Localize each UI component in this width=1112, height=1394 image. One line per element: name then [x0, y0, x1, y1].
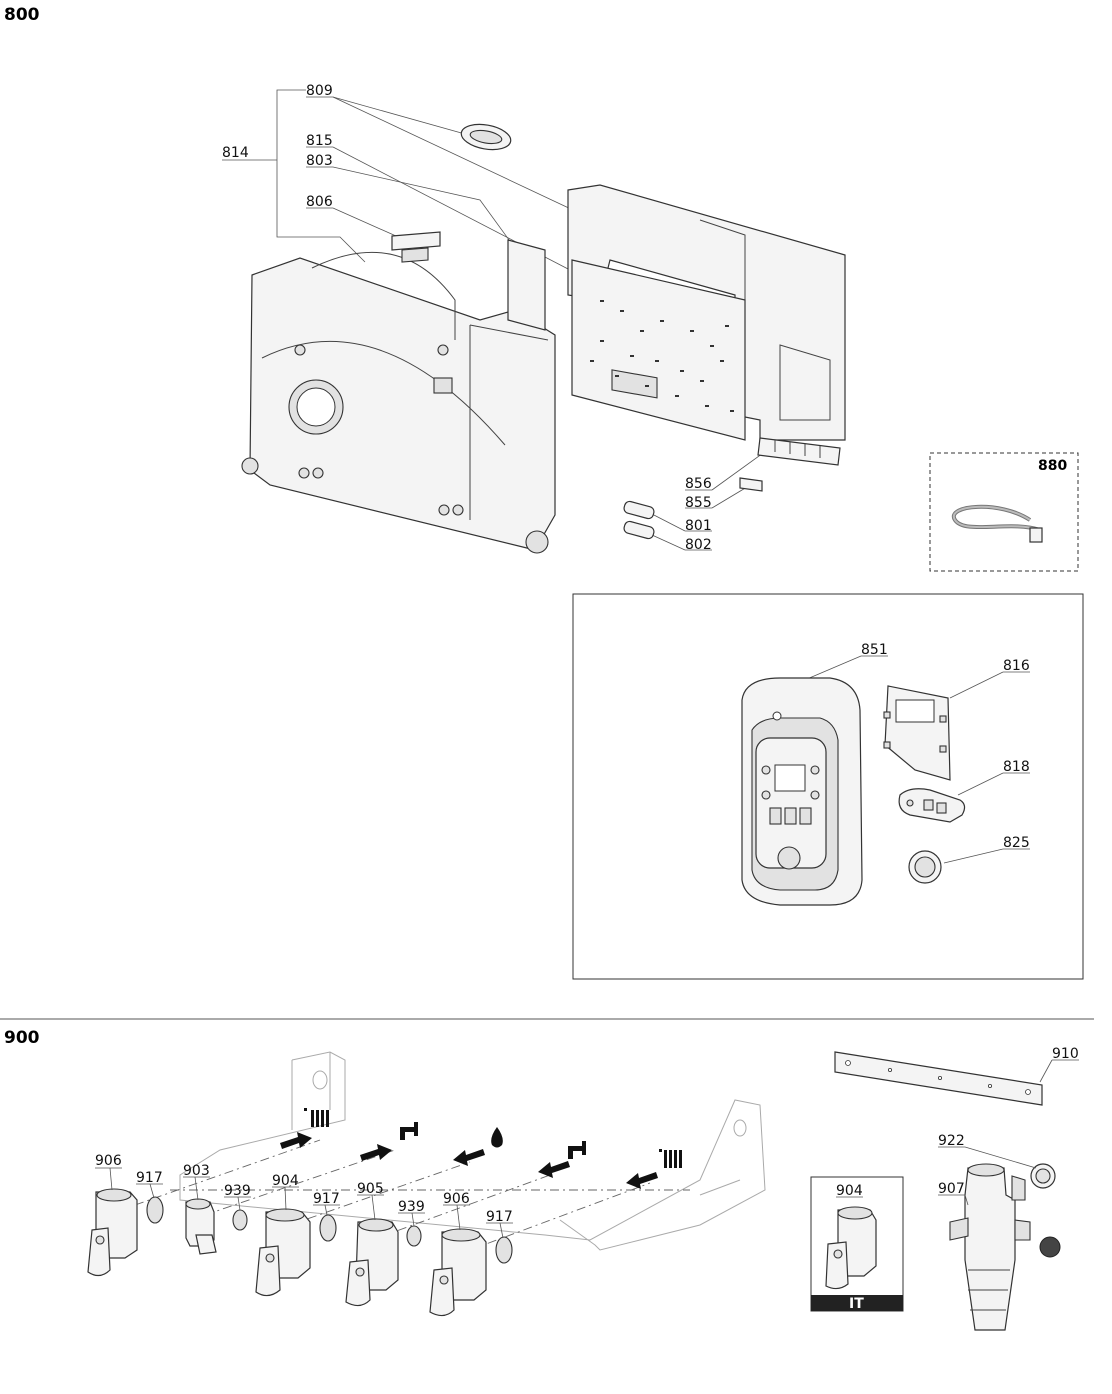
board-component [615, 375, 619, 377]
board-component [675, 395, 679, 397]
seal-917-a [146, 1196, 164, 1224]
display-board-816 [883, 685, 951, 781]
label-904-b: 904 [836, 1183, 863, 1199]
terminal-855 [739, 477, 763, 492]
board-component [730, 410, 734, 412]
label-855: 855 [685, 495, 712, 511]
label-815: 815 [306, 133, 333, 149]
radiator-icon [659, 1149, 682, 1168]
label-917-b: 917 [313, 1191, 340, 1207]
label-801: 801 [685, 518, 712, 534]
seal-939-b [406, 1225, 422, 1247]
flow-arrows [280, 1132, 658, 1189]
board-component [620, 310, 624, 312]
board-component [645, 385, 649, 387]
label-910: 910 [1052, 1046, 1079, 1062]
valve-906-left [87, 1188, 138, 1277]
label-825: 825 [1003, 835, 1030, 851]
grommet-809 [460, 123, 512, 151]
valve-904 [255, 1208, 311, 1297]
label-802: 802 [685, 537, 712, 553]
seal-917-c [495, 1236, 513, 1264]
connector-903 [185, 1198, 217, 1255]
label-809: 809 [306, 83, 333, 99]
label-905: 905 [357, 1181, 384, 1197]
tap-icon [400, 1122, 418, 1140]
label-818: 818 [1003, 759, 1030, 775]
electronic-board-815 [571, 259, 746, 441]
board-component [660, 320, 664, 322]
label-922: 922 [938, 1133, 965, 1149]
label-803: 803 [306, 153, 333, 169]
label-939-a: 939 [224, 1183, 251, 1199]
section-900-title: 900 [4, 1028, 40, 1048]
mounting-frame-outline [179, 1051, 766, 1251]
label-856: 856 [685, 476, 712, 492]
valve-904-it [825, 1206, 877, 1290]
filter-valve-907 [949, 1163, 1031, 1331]
valve-905 [345, 1218, 399, 1307]
board-component [590, 360, 594, 362]
label-906-b: 906 [443, 1191, 470, 1207]
plug-922 [1030, 1163, 1056, 1189]
plug-secondary [1039, 1236, 1061, 1258]
user-interface-box [572, 593, 1084, 980]
label-906-a: 906 [95, 1153, 122, 1169]
board-component [680, 370, 684, 372]
connector-806 [391, 231, 441, 263]
board-component [600, 340, 604, 342]
fuse-802 [623, 520, 655, 540]
board-component [655, 360, 659, 362]
label-939-b: 939 [398, 1199, 425, 1215]
cable-clamp-856 [757, 437, 841, 466]
seal-939-a [232, 1209, 248, 1231]
front-panel-851 [741, 677, 863, 906]
board-component [600, 300, 604, 302]
board-component [640, 330, 644, 332]
brand-logo-icon [772, 711, 782, 721]
label-806: 806 [306, 194, 333, 210]
mounting-bracket-910 [834, 1051, 1043, 1106]
board-component [690, 330, 694, 332]
gas-flame-icon [491, 1127, 503, 1148]
board-component [725, 325, 729, 327]
label-904-a: 904 [272, 1173, 299, 1189]
label-917-a: 917 [136, 1170, 163, 1186]
radiator-icon [304, 1108, 329, 1127]
label-917-c: 917 [486, 1209, 513, 1225]
leader-lines-900 [95, 1167, 513, 1239]
tap-icon [568, 1141, 586, 1159]
kit-880-label: 880 [1038, 458, 1067, 474]
valve-906-right [429, 1228, 487, 1317]
label-907: 907 [938, 1181, 965, 1197]
it-variant-box: IT 904 [810, 1176, 904, 1312]
board-component [700, 380, 704, 382]
board-component [720, 360, 724, 362]
panel-803 [507, 239, 546, 331]
fuse-801 [623, 500, 655, 520]
seal-917-b [319, 1214, 337, 1242]
kit-880-box: 880 [929, 452, 1079, 572]
board-component [710, 345, 714, 347]
board-component [630, 355, 634, 357]
knob-825 [908, 850, 942, 884]
section-800-title: 800 [4, 5, 40, 25]
control-box-casing-814 [241, 251, 556, 554]
board-components [590, 300, 734, 412]
label-816: 816 [1003, 658, 1030, 674]
label-903: 903 [183, 1163, 210, 1179]
board-component [705, 405, 709, 407]
it-variant-label: IT [849, 1296, 864, 1312]
label-814: 814 [222, 145, 249, 161]
keypad-818 [898, 788, 966, 823]
label-851: 851 [861, 642, 888, 658]
